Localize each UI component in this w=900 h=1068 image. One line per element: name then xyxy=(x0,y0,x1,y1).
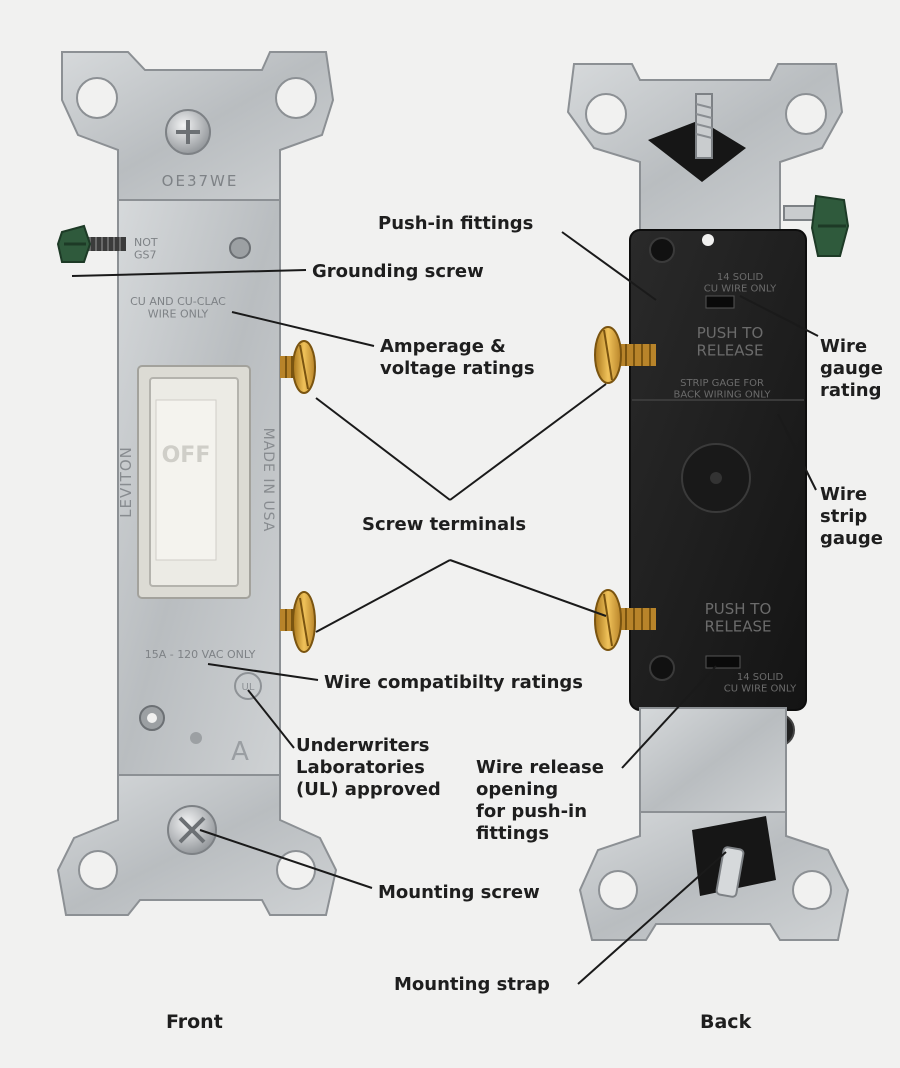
back-upper-brass-terminal xyxy=(594,326,656,384)
back-top-left-hole xyxy=(585,93,627,135)
leader-screw-terminal-front-upper xyxy=(315,397,451,501)
leader-screw-terminal-back-upper xyxy=(449,383,607,501)
front-bottom-left-hole xyxy=(78,850,118,890)
leader-mounting-screw xyxy=(199,829,373,889)
front-top-left-hole xyxy=(76,77,118,119)
leader-mounting-strap xyxy=(577,851,727,985)
leader-screw-terminal-back-lower xyxy=(449,559,607,617)
label-wire-strip-gauge: Wire strip gauge xyxy=(820,484,883,549)
front-rivet-upper xyxy=(229,237,251,259)
label-grounding-screw: Grounding screw xyxy=(312,261,484,282)
front-rating-stamp: 15A - 120 VAC ONLY xyxy=(145,648,256,661)
label-wire-compat-ratings: Wire compatibilty ratings xyxy=(324,672,584,693)
caption-front: Front xyxy=(166,1011,223,1033)
front-top-right-hole xyxy=(275,77,317,119)
leader-grounding xyxy=(71,269,307,277)
leader-amperage xyxy=(231,311,375,347)
label-ul-approved: Underwriters Laboratories (UL) approved xyxy=(296,735,441,800)
front-letter-mark: A xyxy=(231,737,249,767)
front-made-in: MADE IN USA xyxy=(260,428,276,533)
front-stamp-top: OE37WE xyxy=(162,172,239,190)
ul-mark-circle xyxy=(234,672,262,700)
leader-lines xyxy=(71,231,819,985)
back-bottom-right-hole xyxy=(792,870,832,910)
back-top-right-hole xyxy=(785,93,827,135)
label-amperage-voltage: Amperage & voltage ratings xyxy=(380,336,535,379)
front-ul-mark: UL xyxy=(242,682,255,693)
label-push-in-fittings: Push-in fittings xyxy=(378,213,534,234)
front-upper-brass-terminal xyxy=(280,340,316,394)
leader-wire-gauge xyxy=(739,295,819,337)
back-push-in-slot-top xyxy=(705,295,735,309)
rocker-off-label: OFF xyxy=(162,443,211,468)
back-lower-brass-terminal xyxy=(594,589,656,651)
label-wire-release-opening: Wire release opening for push-in fitting… xyxy=(476,757,604,844)
leader-ul xyxy=(247,689,295,749)
front-bottom-right-hole xyxy=(276,850,316,890)
leader-screw-terminal-front-lower xyxy=(315,559,451,633)
leader-push-in xyxy=(561,231,657,301)
back-bottom-screw xyxy=(715,846,745,898)
label-mounting-strap: Mounting strap xyxy=(394,974,550,995)
back-release-slot-bottom xyxy=(705,655,741,669)
leader-wire-compat xyxy=(207,663,319,681)
leader-wire-strip xyxy=(777,413,817,491)
caption-back: Back xyxy=(700,1011,752,1033)
back-bottom-left-hole xyxy=(598,870,638,910)
leader-wire-release xyxy=(621,665,717,769)
front-brand: LEVITON xyxy=(117,446,135,518)
label-mounting-screw: Mounting screw xyxy=(378,882,540,903)
label-wire-gauge-rating: Wire gauge rating xyxy=(820,336,883,401)
front-lower-brass-terminal xyxy=(280,591,316,653)
label-screw-terminals: Screw terminals xyxy=(362,514,527,535)
